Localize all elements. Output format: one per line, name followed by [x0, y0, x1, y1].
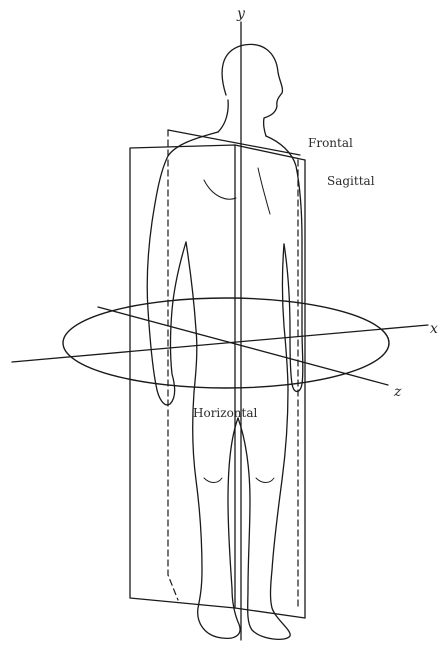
- neck: [218, 100, 228, 132]
- right-leg: [193, 392, 240, 638]
- sagittal-plane: [168, 130, 300, 610]
- right-arm: [147, 132, 218, 405]
- y-axis-label: y: [236, 6, 246, 22]
- x-axis-label: x: [430, 321, 438, 337]
- z-axis-line: [98, 307, 388, 385]
- left-leg: [248, 390, 290, 639]
- frontal-plane-right: [235, 145, 305, 618]
- human-figure: [147, 44, 303, 639]
- x-axis-line: [12, 325, 428, 362]
- inner-leg-left: [238, 418, 250, 588]
- axes: [12, 22, 428, 640]
- head: [222, 44, 282, 136]
- frontal-plane: [130, 145, 235, 608]
- horizontal-plane-label: Horizontal: [193, 406, 258, 420]
- z-axis-label: z: [393, 384, 402, 400]
- chest-line: [204, 180, 236, 199]
- sagittal-plane-label: Sagittal: [327, 174, 375, 188]
- inner-leg-right: [228, 418, 238, 588]
- frontal-plane-label: Frontal: [308, 136, 353, 150]
- torso-left: [186, 242, 197, 392]
